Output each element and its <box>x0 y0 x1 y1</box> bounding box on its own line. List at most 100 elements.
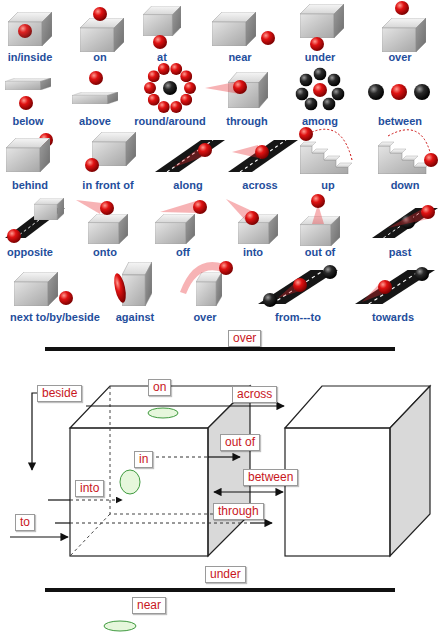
ball <box>170 63 182 75</box>
through-arrow <box>55 522 70 523</box>
preposition-label: among <box>302 115 338 128</box>
preposition-label: up <box>321 179 334 192</box>
preposition-box: to <box>15 514 35 531</box>
preposition-text: near <box>137 598 161 613</box>
preposition-label: at <box>157 51 167 64</box>
preposition-text: between <box>248 470 293 485</box>
preposition-text: to <box>20 515 30 530</box>
hidden-edges <box>70 386 250 556</box>
ball <box>421 205 435 219</box>
into-arrow <box>48 499 70 500</box>
preposition-box: over <box>228 330 261 347</box>
ball <box>378 280 392 294</box>
between-arrow <box>214 491 283 492</box>
ball <box>299 127 313 141</box>
ball <box>158 101 170 113</box>
preposition-box: between <box>243 469 298 486</box>
out-of-arrow <box>208 456 240 457</box>
preposition-label: behind <box>12 179 48 192</box>
cube-front <box>285 428 390 556</box>
block <box>228 72 268 108</box>
preposition-label: down <box>391 179 420 192</box>
preposition-text: in <box>139 452 148 467</box>
preposition-label: through <box>226 115 268 128</box>
through-arrow <box>250 522 272 523</box>
preposition-label: out of <box>305 246 336 259</box>
preposition-label: round/around <box>134 115 206 128</box>
motion-streak <box>180 262 224 294</box>
preposition-text: under <box>210 567 241 582</box>
preposition-label: between <box>378 115 422 128</box>
ball <box>305 98 318 111</box>
ball <box>100 201 114 215</box>
block <box>14 272 58 306</box>
motion-streak <box>160 201 198 213</box>
block <box>92 132 136 166</box>
under-bar <box>45 588 395 592</box>
squashed-ball <box>112 272 128 303</box>
motion-path <box>312 129 352 160</box>
ball <box>19 96 33 110</box>
ball <box>323 265 337 279</box>
cube-side <box>390 386 430 556</box>
ball <box>263 293 277 307</box>
preposition-label: into <box>243 246 263 259</box>
cube-front <box>70 428 208 556</box>
block <box>155 214 195 244</box>
position-ellipse <box>148 408 178 418</box>
position-ellipse <box>120 470 140 494</box>
preposition-box: in <box>134 451 153 468</box>
ball <box>391 84 407 100</box>
preposition-label: against <box>116 311 155 324</box>
block <box>122 262 152 306</box>
preposition-text: out of <box>225 435 255 450</box>
ball <box>153 35 167 49</box>
ball <box>395 1 409 15</box>
preposition-label: next to/by/beside <box>10 311 100 324</box>
motion-path <box>388 130 430 152</box>
preposition-label: along <box>173 179 202 192</box>
motion-streak <box>232 145 258 158</box>
ball <box>158 63 170 75</box>
over-bar <box>45 347 395 351</box>
ball <box>296 88 309 101</box>
preposition-label: under <box>305 51 336 64</box>
block <box>8 12 52 46</box>
block <box>6 138 50 172</box>
preposition-text: on <box>153 380 166 395</box>
ball <box>180 94 192 106</box>
out-of-path <box>156 457 208 458</box>
ball <box>323 98 336 111</box>
stairs <box>378 142 430 174</box>
ball <box>233 80 247 94</box>
preposition-text: into <box>80 481 99 496</box>
preposition-box: out of <box>220 434 260 451</box>
road <box>228 140 298 172</box>
motion-streak <box>76 200 102 214</box>
beside-arrow <box>32 393 37 470</box>
ball <box>314 68 327 81</box>
position-ellipse <box>104 621 136 631</box>
preposition-label: above <box>79 115 111 128</box>
block <box>80 18 124 52</box>
ball <box>184 82 196 94</box>
ball <box>193 200 207 214</box>
ball <box>89 71 103 85</box>
preposition-label: from---to <box>275 311 321 324</box>
ball <box>144 82 156 94</box>
preposition-label: onto <box>93 246 117 259</box>
preposition-label: on <box>93 51 106 64</box>
ball <box>255 145 269 159</box>
preposition-label: towards <box>372 311 414 324</box>
ball <box>414 84 430 100</box>
ball <box>332 88 345 101</box>
preposition-text: beside <box>42 386 77 401</box>
block <box>382 18 426 52</box>
ball <box>219 261 233 275</box>
preposition-box: beside <box>37 385 82 402</box>
ball <box>424 153 438 167</box>
ball <box>300 74 313 87</box>
ball <box>415 267 429 281</box>
ball <box>293 278 307 292</box>
